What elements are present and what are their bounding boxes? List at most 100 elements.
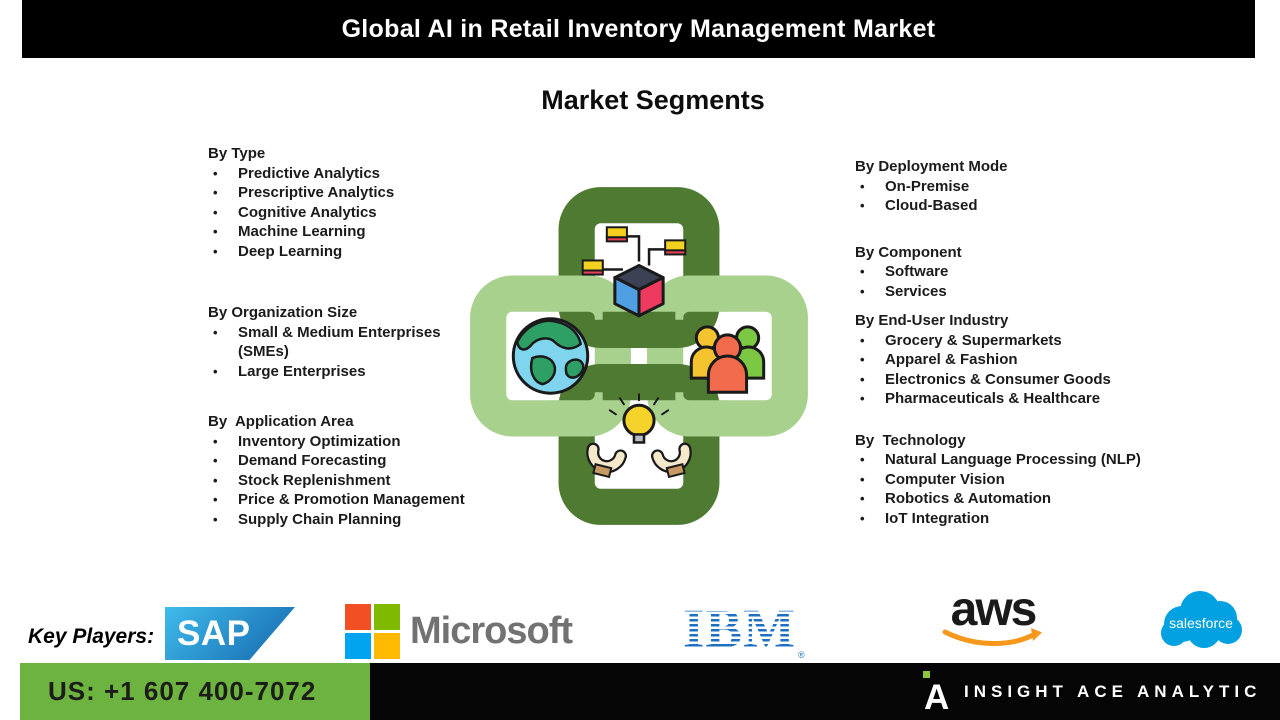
aws-logo: aws (938, 583, 1048, 650)
bullet-icon (855, 196, 885, 216)
bullet-icon (855, 470, 885, 490)
bullet-icon (855, 350, 885, 370)
bullet-icon (208, 242, 238, 262)
header-bar: Global AI in Retail Inventory Management… (22, 0, 1255, 58)
segment-item: On-Premise (855, 177, 1175, 197)
segment-item: Prescriptive Analytics (208, 183, 490, 203)
bullet-icon (208, 451, 238, 471)
footer-brand-bar: A INSIGHT ACE ANALYTIC (370, 663, 1280, 720)
segment-heading: By Component (855, 243, 962, 261)
logo-green-dot (923, 670, 930, 678)
segment-heading: By Application Area (208, 413, 354, 430)
microsoft-wordmark: Microsoft (410, 610, 573, 652)
segment-item: Large Enterprises (208, 362, 490, 382)
segment-item: Pharmaceuticals & Healthcare (855, 389, 1175, 409)
segment-group-by-type: By Type Predictive Analytics Prescriptiv… (208, 144, 490, 261)
segment-group-by-component: By Component Software Services (855, 243, 1175, 302)
segment-item: Grocery & Supermarkets (855, 331, 1175, 351)
bullet-icon (208, 222, 238, 242)
left-hand (586, 442, 628, 479)
segment-item: Software (855, 262, 1175, 282)
page-title: Global AI in Retail Inventory Management… (341, 14, 936, 43)
segment-item: Computer Vision (855, 470, 1175, 490)
sap-logo: SAP (165, 607, 295, 660)
segment-group-by-application-area: By Application Area Inventory Optimizati… (208, 412, 490, 529)
microsoft-square-red (345, 604, 371, 630)
phone-box: US: +1 607 400-7072 (20, 663, 370, 720)
segment-heading: By End-User Industry (855, 312, 1009, 329)
ibm-wordmark: IBM (681, 598, 798, 659)
sap-wordmark: SAP (177, 613, 251, 653)
segment-heading: By Organization Size (208, 304, 358, 321)
segment-item: Predictive Analytics (208, 164, 490, 184)
segment-item: Deep Learning (208, 242, 490, 262)
people-group-icon (689, 325, 766, 394)
bullet-icon (208, 362, 238, 382)
segment-item: Demand Forecasting (208, 451, 490, 471)
microsoft-square-blue (345, 633, 371, 659)
bullet-icon (208, 164, 238, 184)
aws-smile-icon (942, 628, 1042, 646)
insight-ace-logo-icon: A (922, 670, 950, 717)
salesforce-cloud-icon: salesforce (1161, 591, 1242, 648)
segment-group-by-deployment-mode: By Deployment Mode On-Premise Cloud-Base… (855, 157, 1175, 216)
segment-group-by-end-user-industry: By End-User Industry Grocery & Supermark… (855, 311, 1175, 409)
brand-name: INSIGHT ACE ANALYTIC (964, 681, 1262, 701)
microsoft-squares-icon (345, 604, 400, 659)
bullet-icon (855, 331, 885, 351)
microsoft-square-green (374, 604, 400, 630)
segment-item: Robotics & Automation (855, 489, 1175, 509)
segment-item: Machine Learning (208, 222, 490, 242)
segment-item: Cognitive Analytics (208, 203, 490, 223)
bullet-icon (855, 282, 885, 302)
segment-item: Price & Promotion Management (208, 490, 490, 510)
registered-mark: ® (798, 650, 805, 660)
bullet-icon (855, 450, 885, 470)
bullet-icon (208, 471, 238, 491)
bullet-icon (855, 370, 885, 390)
segment-heading: By Type (208, 145, 266, 162)
idea-hands-icon (586, 393, 692, 479)
chain-links-illustration (458, 175, 820, 542)
segment-item: Services (855, 282, 1175, 302)
segments-column-left: By Type Predictive Analytics Prescriptiv… (208, 144, 490, 529)
segment-item: Small & Medium Enterprises (SMEs) (208, 323, 490, 362)
microsoft-logo: Microsoft (345, 604, 573, 659)
section-title: Market Segments (541, 85, 765, 115)
salesforce-logo: salesforce (1152, 584, 1252, 661)
aws-wordmark: aws (950, 583, 1038, 636)
bullet-icon (855, 177, 885, 197)
segment-item: Supply Chain Planning (208, 510, 490, 530)
segment-heading: By Technology (855, 431, 966, 449)
right-hand (650, 442, 692, 479)
chain-links-svg (458, 175, 820, 537)
segment-group-by-organization-size: By Organization Size Small & Medium Ente… (208, 303, 490, 381)
segment-item: Inventory Optimization (208, 432, 490, 452)
microsoft-square-yellow (374, 633, 400, 659)
bullet-icon (855, 489, 885, 509)
bullet-icon (855, 509, 885, 529)
segment-item: Apparel & Fashion (855, 350, 1175, 370)
bullet-icon (208, 510, 238, 530)
ibm-logo: IBM® (681, 598, 805, 660)
segment-item: Cloud-Based (855, 196, 1175, 216)
bullet-icon (208, 490, 238, 510)
bullet-icon (855, 262, 885, 282)
segments-column-right: By Deployment Mode On-Premise Cloud-Base… (855, 157, 1175, 528)
segment-item: Natural Language Processing (NLP) (855, 450, 1175, 470)
bullet-icon (208, 323, 238, 362)
phone-number: US: +1 607 400-7072 (48, 676, 317, 706)
segment-item: Stock Replenishment (208, 471, 490, 491)
segment-item: Electronics & Consumer Goods (855, 370, 1175, 390)
globe-icon (511, 317, 590, 395)
segment-item: IoT Integration (855, 509, 1175, 529)
logo-letter-a: A (924, 677, 950, 717)
key-players-label: Key Players: (28, 625, 155, 648)
salesforce-wordmark: salesforce (1169, 615, 1233, 631)
bullet-icon (208, 203, 238, 223)
segment-heading: By Deployment Mode (855, 158, 1008, 175)
bullet-icon (208, 183, 238, 203)
bullet-icon (855, 389, 885, 409)
bullet-icon (208, 432, 238, 452)
segment-group-by-technology: By Technology Natural Language Processin… (855, 431, 1175, 529)
